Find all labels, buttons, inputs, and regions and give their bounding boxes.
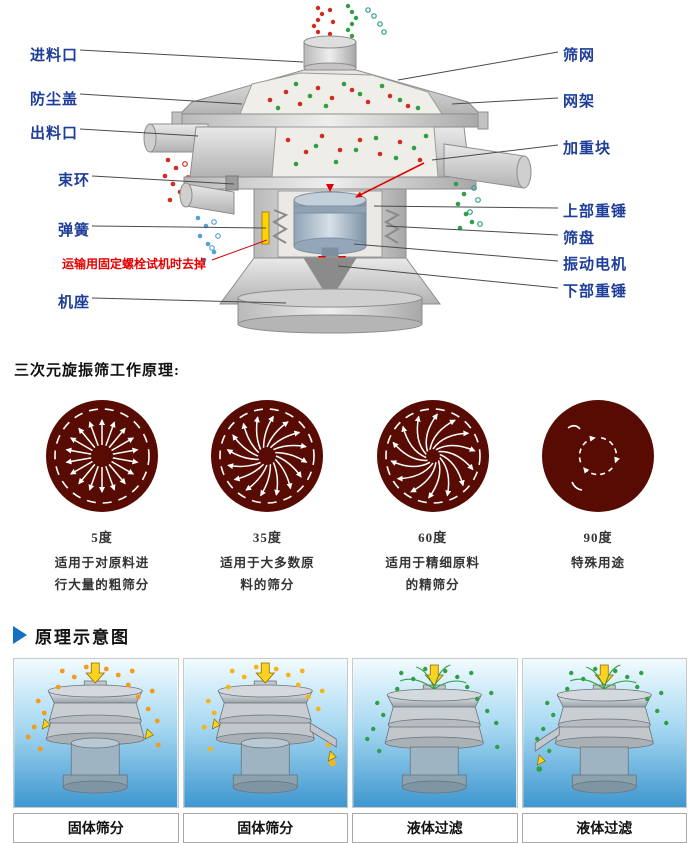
chamber1-particles-red [267,85,411,109]
vibration-motor [293,191,367,257]
outlet-right-particles [453,181,475,231]
feed-particle-streams-green [345,3,359,39]
pattern-90deg-icon [541,400,654,512]
angle-description: 适用于精细原料的精筛分 [385,556,480,592]
angle-label: 35度 [252,530,282,545]
mid-chamber [189,126,471,178]
feed-inlet [303,35,357,74]
chamber1-particles-green [275,81,421,111]
panel-caption: 固体筛分 [13,812,179,843]
particles [534,666,668,772]
feed-arrow-icon [85,662,106,684]
blue-arrow-icon [13,626,27,645]
particles [365,666,500,753]
discharge-outlet-lower-left [179,182,235,215]
feed-particle-streams [311,5,336,41]
machine-base [219,257,441,334]
label-weight-block: 加重块 [563,141,612,157]
machine-diagram-illustration [79,3,559,334]
label-discharge: 出料口 [30,126,79,142]
outlet-lower-left-particles [195,215,217,263]
particles [25,664,161,752]
panel-caption: 液体过滤 [352,812,518,843]
angle-description: 适用于大多数原料的筛分 [220,556,315,592]
label-feed-inlet: 进料口 [30,48,79,64]
machine-diagram-section: 进料口 防尘盖 出料口 束环 弹簧 运输用固定螺栓试机时去掉 机座 筛网 网架 … [0,0,700,345]
principle-title: 三次元旋振筛工作原理: [14,363,180,379]
principle-item-35deg: 35度 适用于大多数原料的筛分 [191,400,343,597]
label-mesh-frame: 网架 [563,94,596,110]
dust-cover [178,69,482,115]
label-vibration-motor: 振动电机 [563,257,628,273]
screen-frame-band [171,111,489,130]
feed-particle-streams-outline [365,7,387,35]
label-dust-cover: 防尘盖 [30,92,79,108]
spring-right [384,209,401,244]
angle-description: 适用于对原料进行大量的粗筛分 [54,556,150,592]
panel-caption: 固体筛分 [182,812,348,843]
label-lower-hammer: 下部重锤 [563,284,628,300]
warning-leader-line [211,239,268,261]
label-screen-mesh: 筛网 [563,48,596,64]
working-principle-section: 三次元旋振筛工作原理: 5度 适用于对原料进行大量的粗筛分 35度 适用于大多数… [0,359,700,597]
angle-label: 60度 [418,530,448,545]
pattern-5deg-icon [46,400,158,512]
schematic-header: 原理示意图 [13,623,687,648]
label-transport-bolt-warning: 运输用固定螺栓试机时去掉 [62,257,207,271]
label-upper-hammer: 上部重锤 [563,204,628,220]
pattern-35deg-icon [211,400,324,512]
principle-item-5deg: 5度 适用于对原料进行大量的粗筛分 [26,400,178,597]
feed-arrow-icon [254,662,275,684]
principle-item-60deg: 60度 适用于精细原料的精筛分 [357,400,509,597]
leader-lines [79,49,559,304]
schematic-panel-liquid-2 [521,657,687,808]
angle-description: 特殊用途 [570,556,625,570]
label-sieve-plate: 筛盘 [563,231,596,247]
schematic-section: 原理示意图 [0,623,700,843]
spring-left [272,209,289,244]
angle-label: 90度 [583,530,613,545]
schematic-title: 原理示意图 [35,627,130,647]
label-spring: 弹簧 [58,223,91,239]
panel-caption: 液体过滤 [521,812,687,843]
feed-arrow-icon [424,664,445,686]
discharge-outlet-right [443,143,532,189]
pattern-60deg-icon [376,400,489,512]
feed-arrow-icon [593,664,614,686]
schematic-panel-liquid-1 [352,657,518,808]
schematic-panel-solid-2 [182,657,348,808]
particles [201,664,336,767]
label-base: 机座 [58,295,91,311]
label-clamp-ring: 束环 [58,173,91,189]
angle-label: 5度 [91,530,113,545]
schematic-panel-solid-1 [13,657,179,808]
principle-item-90deg: 90度 特殊用途 [522,400,674,597]
